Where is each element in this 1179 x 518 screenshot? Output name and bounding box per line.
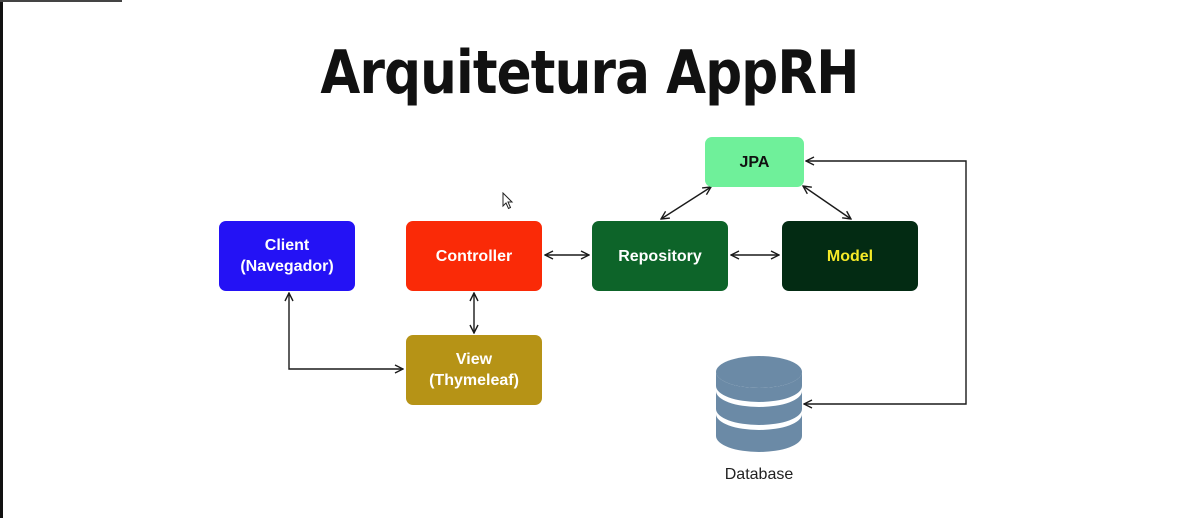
jpa-box: JPA [705,137,804,187]
link-repository-jpa [661,187,711,219]
client-label: Client (Navegador) [240,237,334,275]
view-box: View (Thymeleaf) [406,335,542,405]
database-cylinder-top [716,372,802,402]
database-cylinder-cap [716,356,802,388]
repository-label: Repository [618,247,702,265]
model-box: Model [782,221,918,291]
database-cylinder-middle [716,391,802,425]
repository-box: Repository [592,221,728,291]
link-database-jpa [804,161,967,404]
mouse-pointer-icon [502,192,514,210]
view-label: View (Thymeleaf) [429,351,519,389]
link-client-view [289,293,403,369]
model-label: Model [826,247,874,265]
controller-label: Controller [435,247,513,265]
window-edge [0,0,3,518]
link-model-jpa [803,186,851,219]
controller-box: Controller [406,221,542,291]
database-cylinder-bottom [716,414,802,452]
jpa-label: JPA [739,153,770,171]
top-strip [0,0,122,2]
diagram-title: Arquitetura AppRH [320,38,859,108]
client-box: Client (Navegador) [219,221,355,291]
database-label: Database [724,466,794,483]
database-icon [716,356,802,452]
